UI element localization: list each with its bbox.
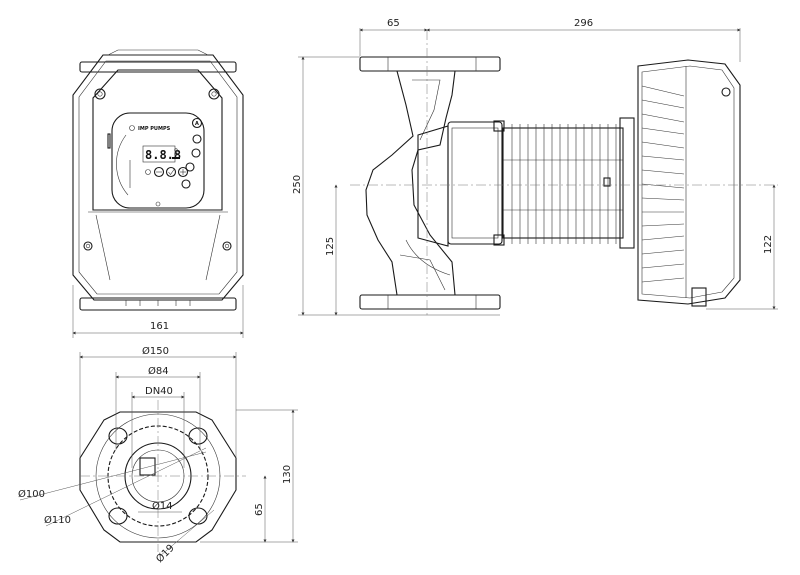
outer-diameter-dimension: Ø150: [142, 345, 169, 357]
top-flange: [79, 61, 237, 73]
axis-height-dimension: 125: [325, 237, 336, 256]
bolt-circle-a-dimension: Ø100: [18, 488, 45, 500]
length-dimension: 296: [574, 18, 593, 29]
controller-housing: [72, 54, 244, 301]
mode-a-button[interactable]: [191, 117, 203, 129]
nominal-dimension: DN40: [145, 386, 173, 397]
svg-text:A: A: [195, 121, 199, 127]
flange-height-dimension: 130: [282, 465, 293, 484]
bottom-flange: [79, 297, 237, 311]
bolt-hole-dimension: Ø14: [152, 500, 173, 512]
confirm-button[interactable]: [165, 166, 177, 178]
control-head: [637, 59, 741, 307]
control-panel: IMP PUMPS 8.8.8 A: [107, 112, 205, 209]
motor-axis-dimension: 122: [763, 235, 774, 254]
side-button-2[interactable]: [191, 148, 201, 158]
brand-logo: IMP PUMPS: [138, 126, 171, 132]
side-button-3[interactable]: [185, 162, 195, 172]
flange-view: Ø150 Ø84 DN40 Ø100 Ø110 Ø14 Ø19 130 65: [18, 345, 298, 565]
cooling-fins: [502, 124, 624, 244]
motor-flange: [447, 121, 503, 245]
height-dimension: 250: [292, 175, 303, 194]
outlet-flange: [359, 294, 501, 310]
minus-button[interactable]: [153, 166, 165, 178]
inner-diameter-dimension: Ø84: [148, 365, 169, 377]
inlet-flange: [359, 56, 501, 72]
side-view: 65 296 250 125 122: [292, 18, 778, 316]
seven-segment-display: 8.8.8: [142, 145, 181, 163]
power-button[interactable]: [181, 179, 191, 189]
bolt-hole-icon: [108, 427, 208, 525]
side-button-1[interactable]: [192, 134, 202, 144]
cable-gland: [691, 287, 707, 307]
width-dimension: 161: [150, 321, 169, 332]
bolt-circle-b-dimension: Ø110: [44, 514, 71, 526]
flange-offset-dimension: 65: [387, 18, 400, 29]
slot-dimension: Ø19: [154, 542, 177, 565]
center-height-dimension: 65: [254, 503, 265, 516]
flange-outline: [79, 411, 237, 543]
screw-icon: [83, 88, 232, 251]
front-view: IMP PUMPS 8.8.8 A: [72, 49, 244, 338]
volute-body: [365, 70, 456, 296]
plus-button[interactable]: [177, 166, 189, 178]
